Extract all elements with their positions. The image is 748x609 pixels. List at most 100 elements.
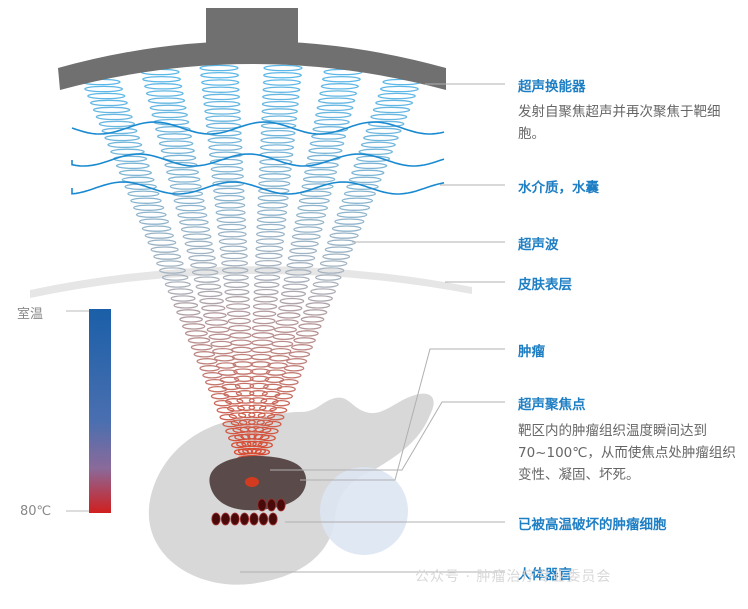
wave-ring xyxy=(280,290,307,298)
wave-ring xyxy=(269,347,292,355)
wave-ring xyxy=(283,276,310,283)
wave-ring xyxy=(205,122,242,130)
wave-ring xyxy=(269,406,288,414)
wave-ring xyxy=(166,168,200,176)
destroyed-cell xyxy=(239,512,250,526)
temperature-bar xyxy=(89,309,111,513)
wave-ring xyxy=(298,323,322,330)
wave-ring xyxy=(220,252,248,260)
destroyed-cell xyxy=(276,498,286,512)
wave-ring xyxy=(258,180,291,187)
wave-ring xyxy=(261,108,298,115)
wave-ring xyxy=(199,64,239,72)
wave-ring xyxy=(248,404,267,411)
wave-ring xyxy=(144,232,174,239)
wave-ring xyxy=(251,339,274,346)
label-skin: 皮肤表层 xyxy=(518,277,572,293)
wave-ring xyxy=(226,405,245,412)
wave-ring xyxy=(204,319,229,326)
wave-ring xyxy=(249,375,270,383)
wave-ring xyxy=(267,362,288,369)
wave-ring xyxy=(213,194,245,202)
wave-ring xyxy=(232,361,253,368)
label-destroyed-cells: 已被高温破坏的肿瘤细胞 xyxy=(518,517,667,533)
wave-ring xyxy=(251,324,275,332)
wave-ring xyxy=(210,340,233,348)
wave-ring xyxy=(336,211,368,218)
wave-ring xyxy=(363,134,399,142)
destroyed-cell xyxy=(268,512,278,526)
wave-ring xyxy=(303,309,328,316)
wave-ring xyxy=(271,399,291,407)
wave-ring xyxy=(279,297,305,305)
wave-ring xyxy=(179,219,209,226)
wave-ring xyxy=(224,288,250,296)
wave-ring xyxy=(250,353,272,361)
wave-ring xyxy=(180,226,211,233)
ultrasound-beam xyxy=(140,68,259,484)
wave-ring xyxy=(240,433,257,440)
wave-ring xyxy=(221,267,249,274)
wave-ring xyxy=(238,418,256,426)
leader-focus xyxy=(270,401,505,471)
wave-ring xyxy=(186,247,215,255)
wave-ring xyxy=(92,106,131,114)
wave-ring xyxy=(160,147,195,154)
wave-ring xyxy=(201,79,240,86)
wave-ring xyxy=(278,304,303,312)
wave-ring xyxy=(228,412,247,419)
wave-ring xyxy=(331,225,362,232)
wave-ring xyxy=(209,158,244,166)
wave-ring xyxy=(274,326,297,333)
wave-ring xyxy=(230,419,248,426)
wave-ring xyxy=(275,319,299,326)
wave-ring xyxy=(262,93,300,101)
wave-ring xyxy=(343,190,376,197)
wave-ring xyxy=(259,144,295,151)
wave-ring xyxy=(253,281,280,289)
wave-ring xyxy=(281,372,302,379)
wave-ring xyxy=(115,162,150,170)
wave-ring xyxy=(201,304,226,312)
wave-ring xyxy=(225,398,244,405)
wave-ring xyxy=(208,333,231,341)
water-medium-waves xyxy=(71,121,445,195)
wave-ring xyxy=(182,323,206,330)
wave-ring xyxy=(248,397,268,404)
wave-ring xyxy=(282,283,308,290)
wave-ring xyxy=(346,183,379,190)
wave-ring xyxy=(339,204,371,211)
wave-ring xyxy=(161,274,189,281)
wave-ring xyxy=(151,111,188,119)
wave-ring xyxy=(296,211,327,219)
wave-ring xyxy=(221,383,241,391)
wave-ring xyxy=(144,83,183,90)
wave-ring xyxy=(377,92,416,100)
wave-ring xyxy=(176,309,201,316)
wave-ring xyxy=(259,434,276,442)
wave-ring xyxy=(319,90,358,97)
wave-ring xyxy=(162,154,197,162)
wave-ring xyxy=(291,233,321,240)
wave-ring xyxy=(149,104,187,112)
label-focus: 超声聚焦点 xyxy=(518,397,586,413)
wave-ring xyxy=(310,288,336,295)
wave-ring xyxy=(145,90,184,97)
wave-ring xyxy=(179,316,203,323)
wave-ring xyxy=(286,358,308,365)
wave-ring xyxy=(256,419,274,426)
wave-ring xyxy=(127,190,160,197)
wave-ring xyxy=(253,296,278,303)
wave-ring xyxy=(173,302,199,309)
wave-ring xyxy=(193,351,216,358)
wave-ring xyxy=(167,176,201,183)
wave-ring xyxy=(301,183,334,190)
transducer-arc xyxy=(58,41,446,90)
ultrasound-beam xyxy=(245,78,422,484)
wave-ring xyxy=(319,260,348,267)
wave-ring xyxy=(251,332,275,339)
wave-ring xyxy=(341,197,374,204)
wave-ring xyxy=(89,99,128,107)
wave-ring xyxy=(263,64,303,72)
wave-ring xyxy=(199,365,220,372)
